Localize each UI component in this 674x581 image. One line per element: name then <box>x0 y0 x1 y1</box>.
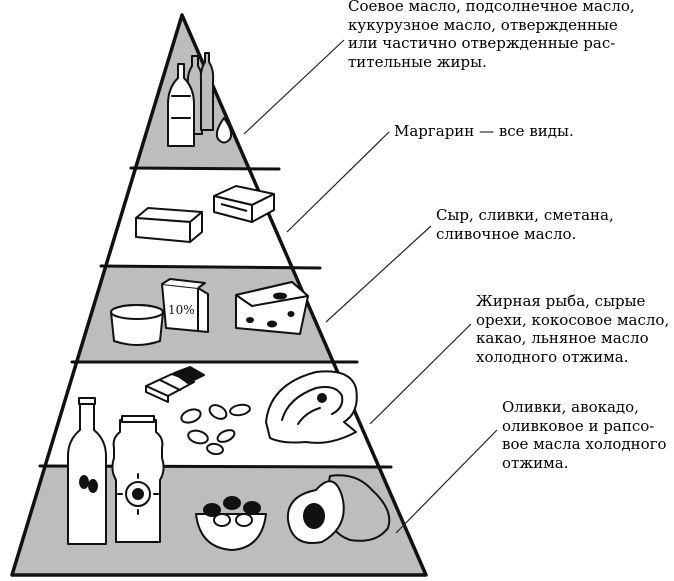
margarine-tub-icon <box>213 185 275 223</box>
label-tier-2-margarine: Маргарин — все виды. <box>394 122 574 140</box>
divider-2 <box>99 264 322 270</box>
label-tier-5-olives-avocado: Оливки, авокадо, оливковое и рапсо- вое … <box>502 398 667 472</box>
oil-bottles-icon <box>167 52 215 147</box>
label-tier-3-dairy: Сыр, сливки, сметана, сливочное масло. <box>436 206 614 243</box>
label-tier-4-fish-nuts: Жирная рыба, сырые орехи, кокосовое масл… <box>476 292 670 366</box>
leader-line-5 <box>395 429 498 534</box>
divider-1 <box>129 166 281 171</box>
leader-line-4 <box>369 323 472 425</box>
avocado-icon <box>286 474 391 544</box>
leader-line-3 <box>325 225 432 323</box>
rapeseed-oil-bottle-icon <box>111 415 165 543</box>
cheese-wedge-icon <box>235 281 309 335</box>
leader-lines <box>243 39 498 534</box>
nuts-icon <box>180 403 251 456</box>
leader-line-1 <box>243 39 345 135</box>
margarine-block-icon <box>135 207 203 243</box>
fish-steak-icon <box>265 370 358 444</box>
olives-bowl-icon <box>195 496 267 551</box>
leader-line-2 <box>286 131 390 233</box>
cream-cup-icon <box>110 304 164 346</box>
carton-label: 10% <box>168 303 195 317</box>
oil-drop-icon <box>215 117 233 144</box>
label-tier-1-vegetable-oils: Соевое масло, подсолнечное масло, кукуру… <box>348 0 635 71</box>
cocoa-bar-icon <box>145 366 205 403</box>
olive-oil-bottle-icon <box>67 397 107 545</box>
cream-carton-icon: 10% <box>161 278 209 333</box>
